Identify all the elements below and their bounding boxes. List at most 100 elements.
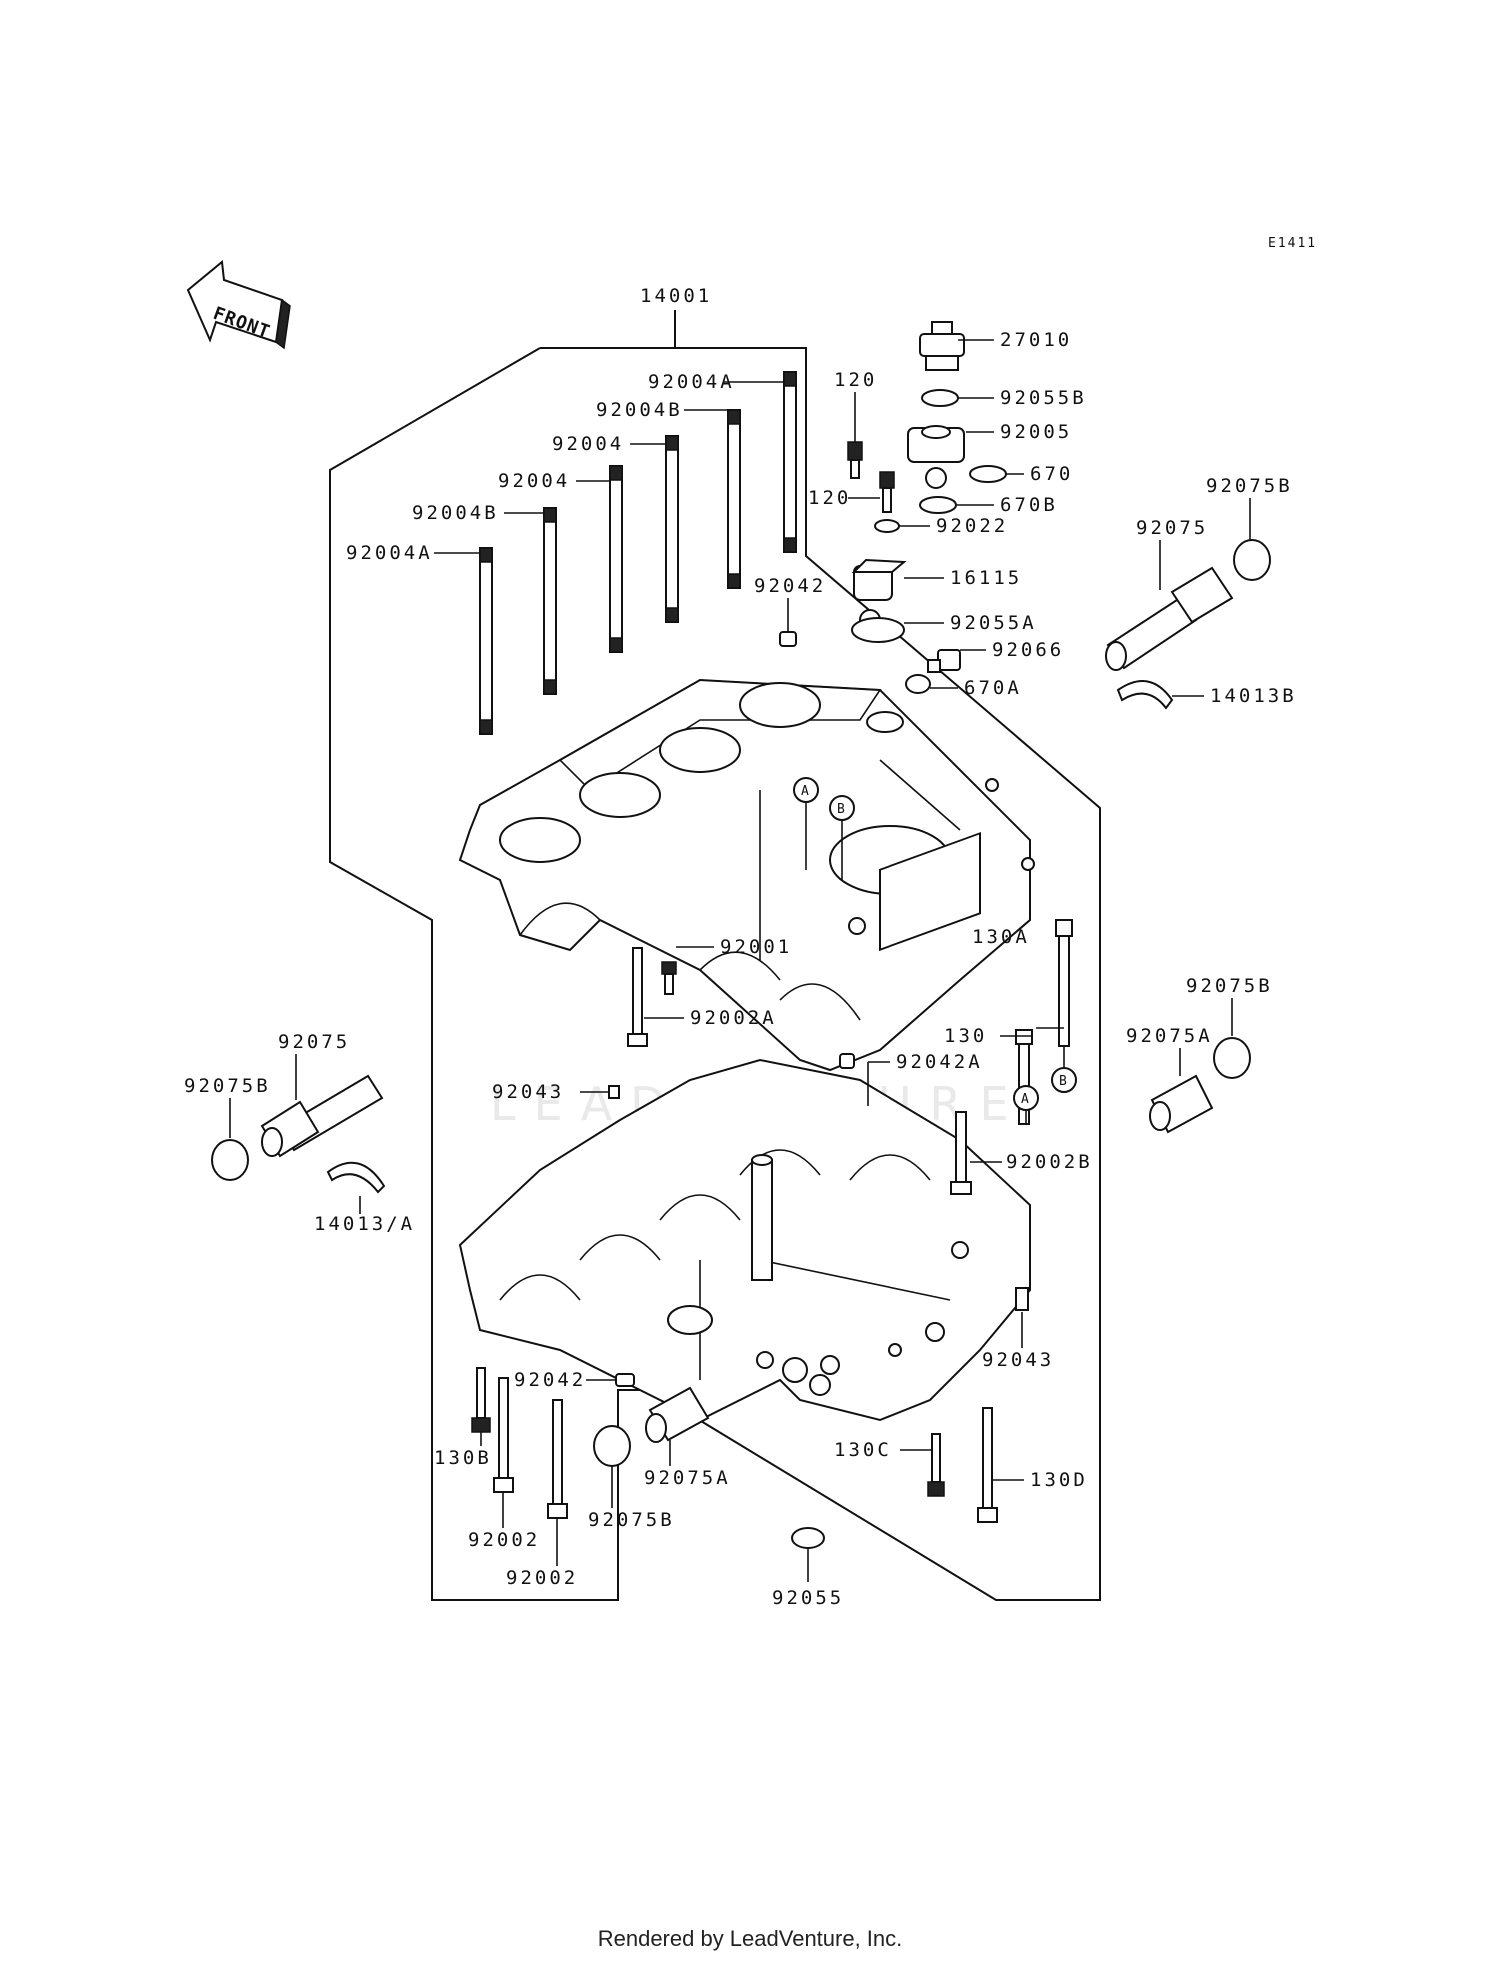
dowel-92042-top (779, 631, 797, 647)
bolt-92002-1 (493, 1377, 514, 1493)
svg-text:B: B (1059, 1074, 1069, 1089)
label-92002b: 92002B (1006, 1151, 1093, 1173)
gear-92075a-bottom (645, 1386, 710, 1443)
o-ring-670b (919, 496, 957, 514)
o-ring-92055a (851, 617, 905, 643)
marker-a-upper: A (793, 777, 819, 870)
label-92055b: 92055B (1000, 387, 1087, 409)
label-92075a-right: 92075A (1126, 1025, 1213, 1047)
label-120-mid: 120 (808, 487, 851, 509)
dowel-92043-left (608, 1085, 620, 1099)
label-92043-right: 92043 (982, 1349, 1054, 1371)
label-92043-left: 92043 (492, 1081, 564, 1103)
o-ring-92055 (791, 1527, 825, 1549)
oil-pressure-switch-part (919, 321, 965, 371)
label-92002-2: 92002 (506, 1567, 578, 1589)
gear-92075a-right (1149, 1074, 1214, 1134)
leader-lines (229, 339, 1251, 1582)
label-92004a-2: 92004A (346, 542, 433, 564)
oil-filler-cap-16115 (851, 558, 907, 601)
label-14013a: 14013/A (314, 1213, 415, 1235)
label-14001: 14001 (640, 285, 712, 307)
label-92004a-1: 92004A (648, 371, 735, 393)
bolt-130c (927, 1433, 945, 1497)
o-ring-670 (969, 465, 1007, 483)
gear-92075-left (260, 1074, 384, 1158)
marker-b-lower: B (1051, 1067, 1077, 1093)
label-92055a: 92055A (950, 612, 1037, 634)
upper-crankcase-part (458, 609, 1035, 1072)
fitting-92005 (907, 425, 965, 489)
label-670a: 670A (964, 677, 1022, 699)
marker-a-lower: A (1013, 1085, 1039, 1111)
bolt-92002-2 (547, 1399, 568, 1519)
dowel-92043-right (1015, 1287, 1029, 1311)
dowel-92042a (839, 1053, 855, 1069)
diagram-code: E1411 (1268, 236, 1317, 251)
o-ring-670a (905, 674, 931, 694)
label-14013b: 14013B (1210, 685, 1297, 707)
bolt-130 (1015, 1029, 1033, 1125)
label-130c: 130C (834, 1439, 892, 1461)
dowel-92042-bottom (615, 1373, 635, 1387)
gear-92075-right (1105, 566, 1234, 671)
bolt-130a (1055, 919, 1073, 1047)
label-92004b-2: 92004B (412, 502, 499, 524)
svg-text:A: A (1021, 1092, 1031, 1107)
label-92075b-right-top: 92075B (1206, 475, 1293, 497)
label-92005: 92005 (1000, 421, 1072, 443)
plug-92066 (927, 649, 961, 673)
label-92022: 92022 (936, 515, 1008, 537)
bearing-14013a (326, 1161, 386, 1194)
front-arrow-icon: FRONT (186, 260, 291, 350)
washer-92075b-left (211, 1139, 249, 1181)
part-labels: 14001 27010 92055B 92005 670 670B 92022 … (184, 285, 1297, 1609)
label-670b: 670B (1000, 494, 1058, 516)
label-130b: 130B (434, 1447, 492, 1469)
bolt-92001 (661, 961, 677, 995)
bolt-92002b (950, 1111, 972, 1195)
label-92004b-1: 92004B (596, 399, 683, 421)
washer-92075b-right-top (1233, 539, 1271, 581)
bolt-120-mid (879, 471, 895, 513)
label-92042-top: 92042 (754, 575, 826, 597)
stud-bolts-group (479, 371, 797, 735)
label-92042-bottom: 92042 (514, 1369, 586, 1391)
marker-b-upper: B (829, 795, 855, 880)
label-92075b-right-bottom: 92075B (1186, 975, 1273, 997)
label-92002a: 92002A (690, 1007, 777, 1029)
label-92075b-left: 92075B (184, 1075, 271, 1097)
label-92004-1: 92004 (552, 433, 624, 455)
label-92042a: 92042A (896, 1051, 983, 1073)
label-130a: 130A (972, 926, 1030, 948)
bolt-130d (977, 1407, 998, 1523)
label-92002-1: 92002 (468, 1529, 540, 1551)
o-ring-92055b (921, 389, 959, 407)
washer-92022 (874, 519, 900, 533)
label-92066: 92066 (992, 639, 1064, 661)
label-27010: 27010 (1000, 329, 1072, 351)
label-16115: 16115 (950, 567, 1022, 589)
label-92075a-bottom: 92075A (644, 1467, 731, 1489)
bolt-130b (471, 1367, 491, 1433)
label-92055: 92055 (772, 1587, 844, 1609)
washer-92075b-bottom (593, 1425, 631, 1467)
footer-credit: Rendered by LeadVenture, Inc. (597, 1926, 903, 1951)
label-92075-left: 92075 (278, 1031, 350, 1053)
lower-crankcase-part (458, 1058, 1031, 1422)
label-670: 670 (1030, 463, 1073, 485)
label-120-top: 120 (834, 369, 877, 391)
label-92075-right: 92075 (1136, 517, 1208, 539)
label-130d: 130D (1030, 1469, 1088, 1491)
svg-text:A: A (801, 784, 811, 799)
bearing-14013b (1116, 680, 1174, 710)
label-130: 130 (944, 1025, 987, 1047)
washer-92075b-right-bottom (1213, 1037, 1251, 1079)
label-92075b-bottom: 92075B (588, 1509, 675, 1531)
label-92001: 92001 (720, 936, 792, 958)
bolt-92002a (627, 947, 648, 1047)
svg-text:B: B (837, 802, 847, 817)
bolt-120-top (847, 441, 863, 479)
